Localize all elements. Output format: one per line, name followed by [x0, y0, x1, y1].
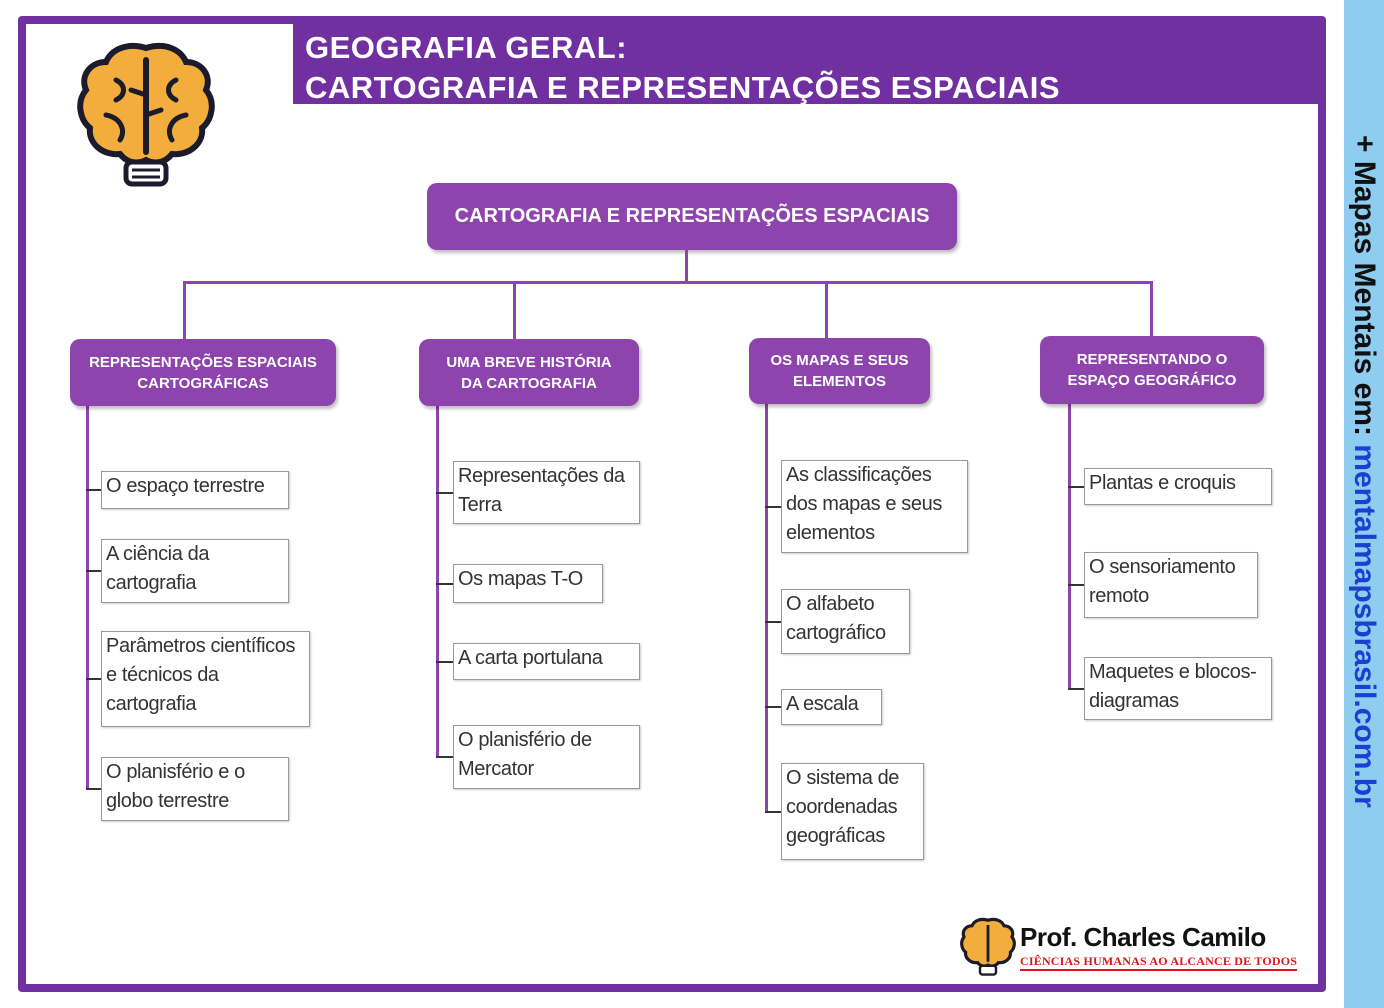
topic-node: A escala [781, 689, 882, 725]
branch-title: UMA BREVE HISTÓRIA DA CARTOGRAFIA [446, 352, 611, 394]
connector-stub [1068, 485, 1084, 488]
branch-title-line: ELEMENTOS [792, 373, 887, 390]
connector [685, 250, 688, 283]
connector-stub [86, 788, 101, 790]
connector [436, 406, 439, 757]
page-frame [18, 16, 1326, 992]
branch-node-3: OS MAPAS E SEUS ELEMENTOS [749, 338, 930, 404]
topic-node: Plantas e croquis [1084, 468, 1272, 505]
topic-node: Os mapas T-O [453, 564, 603, 603]
topic-node: O sistema de coordenadas geográficas [781, 763, 924, 860]
title-line-1: GEOGRAFIA GERAL: [305, 30, 628, 65]
side-banner-text: + Mapas Mentais em: mentalmapsbrasil.com… [1347, 135, 1381, 808]
connector [825, 282, 828, 338]
topic-node: Parâmetros científicos e técnicos da car… [101, 631, 310, 727]
author-name: Prof. Charles Camilo [1020, 922, 1266, 952]
author-tagline: CIÊNCIAS HUMANAS AO ALCANCE DE TODOS [1020, 954, 1298, 971]
topic-node: Representações da Terra [453, 461, 640, 524]
branch-title: REPRESENTAÇÕES ESPACIAIS CARTOGRÁFICAS [89, 352, 317, 394]
branch-title-line: ESPAÇO GEOGRÁFICO [1067, 372, 1237, 389]
branch-title-line: REPRESENTAÇÕES ESPACIAIS [89, 353, 317, 371]
connector [765, 404, 768, 812]
topic-node: As classificações dos mapas e seus eleme… [781, 460, 968, 553]
title-line-2: CARTOGRAFIA E REPRESENTAÇÕES ESPACIAIS [305, 70, 1061, 105]
page-title: GEOGRAFIA GERAL: CARTOGRAFIA E REPRESENT… [293, 24, 1318, 105]
connector-stub [436, 756, 453, 758]
branch-title-line: DA CARTOGRAFIA [461, 374, 597, 392]
connector-stub [1068, 687, 1084, 690]
topic-node: Maquetes e blocos-diagramas [1084, 657, 1272, 720]
topic-node: A ciência da cartografia [101, 539, 289, 603]
connector-stub [765, 505, 781, 508]
brain-bulb-icon [77, 42, 215, 187]
side-prefix: + Mapas Mentais em: [1348, 135, 1381, 445]
connector [183, 281, 1153, 284]
connector-stub [86, 678, 101, 680]
connector-stub [436, 582, 453, 585]
connector-stub [765, 810, 781, 813]
topic-node: O espaço terrestre [101, 471, 289, 509]
connector [1150, 282, 1153, 336]
connector [86, 406, 89, 789]
connector-stub [765, 706, 781, 708]
topic-node: O alfabeto cartográfico [781, 589, 910, 654]
connector-stub [86, 489, 101, 491]
branch-title: REPRESENTANDO O ESPAÇO GEOGRÁFICO [1068, 349, 1237, 391]
branch-node-4: REPRESENTANDO O ESPAÇO GEOGRÁFICO [1040, 336, 1264, 404]
connector-stub [765, 620, 781, 623]
connector-stub [436, 491, 453, 494]
connector [1068, 404, 1071, 689]
topic-node: O planisfério e o globo terrestre [101, 757, 289, 821]
branch-node-1: REPRESENTAÇÕES ESPACIAIS CARTOGRÁFICAS [70, 339, 336, 406]
branch-title-line: REPRESENTANDO O [1076, 351, 1228, 368]
connector-stub [436, 660, 453, 663]
topic-node: O sensoriamento remoto [1084, 552, 1258, 618]
connector [513, 282, 516, 339]
connector-stub [86, 570, 101, 572]
branch-title-line: UMA BREVE HISTÓRIA [446, 353, 612, 371]
branch-title-line: OS MAPAS E SEUS [770, 352, 909, 369]
branch-title-line: CARTOGRÁFICAS [137, 374, 269, 392]
connector-stub [1068, 584, 1084, 586]
side-banner [1344, 0, 1384, 1008]
topic-node: O planisfério de Mercator [453, 725, 640, 789]
topic-node: A carta portulana [453, 643, 640, 680]
website-link[interactable]: mentalmapsbrasil.com.br [1348, 444, 1381, 808]
branch-title: OS MAPAS E SEUS ELEMENTOS [770, 350, 908, 392]
root-node: CARTOGRAFIA E REPRESENTAÇÕES ESPACIAIS [427, 183, 957, 250]
brain-logo-icon [960, 917, 1016, 976]
author-credit: Prof. Charles Camilo CIÊNCIAS HUMANAS AO… [960, 916, 1320, 980]
branch-node-2: UMA BREVE HISTÓRIA DA CARTOGRAFIA [419, 339, 639, 406]
connector [183, 282, 186, 339]
